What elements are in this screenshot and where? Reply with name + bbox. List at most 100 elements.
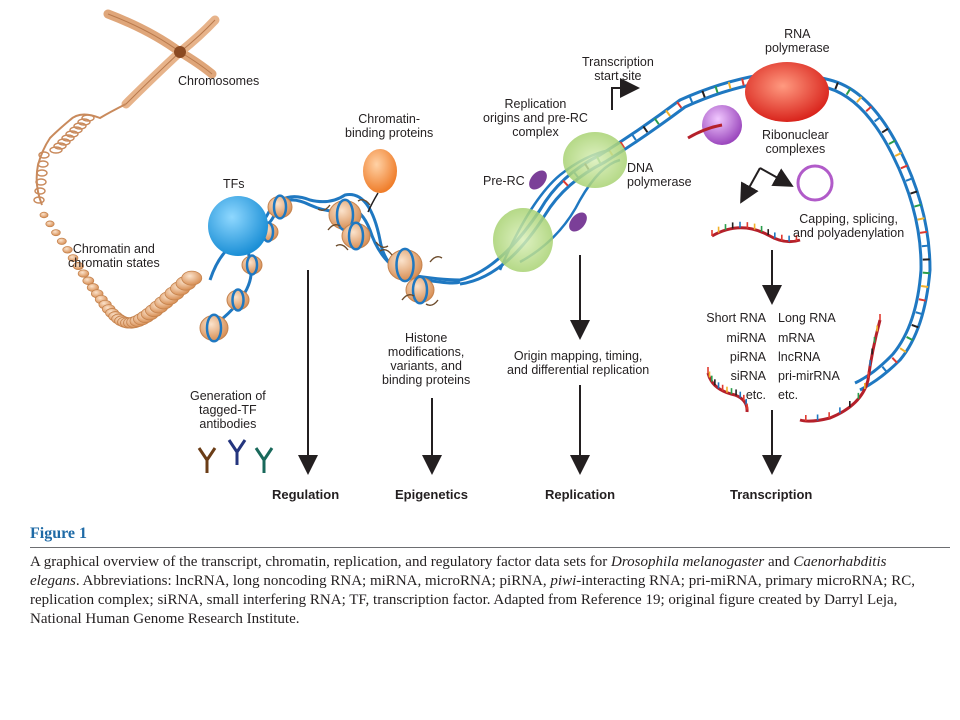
- chromatin-thread: [35, 103, 127, 206]
- base-pair: [619, 141, 626, 149]
- category-regulation: Regulation: [272, 487, 340, 502]
- chromatin-loop: [36, 169, 48, 177]
- chromatin-loop: [49, 146, 63, 154]
- chromatin-bead: [82, 276, 95, 285]
- histone-tail: [357, 198, 371, 206]
- base-pair: [888, 139, 896, 145]
- chromatin-loop: [57, 138, 71, 146]
- nucleosome-wrap: [272, 194, 288, 220]
- chromatin-bead: [39, 211, 49, 219]
- processed-rna-loop: [796, 164, 834, 202]
- figure-title: Figure 1: [30, 525, 88, 542]
- chromatin-bead: [77, 269, 90, 278]
- base-pair: [921, 244, 929, 248]
- base-pair: [917, 217, 925, 221]
- category-epigenetics: Epigenetics: [395, 487, 468, 502]
- base-pair: [714, 85, 719, 94]
- base-pair: [919, 230, 928, 234]
- nucleosome-wrap: [245, 254, 259, 276]
- chromatin-binding-protein-icon: [363, 149, 397, 193]
- category-transcription: Transcription: [730, 487, 813, 502]
- histone-tail: [429, 255, 443, 263]
- base-pair: [914, 203, 922, 208]
- caption-run: A graphical overview of the transcript, …: [30, 554, 612, 570]
- caption-run: Caenorhabditis elegans: [30, 554, 887, 589]
- chromatin-loop: [33, 196, 45, 204]
- chromatin-loop: [73, 122, 87, 130]
- chromatin-loop: [65, 130, 79, 138]
- base-pair: [845, 88, 852, 96]
- branch-arrow-left: [740, 167, 761, 204]
- chromatin-loop: [35, 178, 47, 186]
- chromatin-bead: [56, 237, 67, 245]
- caption-run: Drosophila melanogaster: [611, 554, 765, 570]
- nucleosome: [267, 195, 293, 219]
- caption-run: and: [764, 554, 794, 570]
- figure-caption: A graphical overview of the transcript, …: [30, 553, 935, 629]
- nucleosome: [341, 222, 371, 250]
- histone-tail: [317, 204, 331, 212]
- chromatin-loop: [69, 126, 83, 134]
- category-replication: Replication: [545, 487, 616, 502]
- nucleosome-wrap: [205, 313, 223, 343]
- caption-divider: [30, 547, 950, 548]
- chromatin-bead: [67, 254, 79, 262]
- chromatin-coil-icon: [33, 103, 203, 329]
- nucleosome: [405, 276, 435, 304]
- binding-protein-tether: [367, 192, 379, 213]
- nucleosome-wrap: [231, 288, 245, 312]
- chromatin-loop: [37, 160, 49, 168]
- rna-polymerase-icon: [745, 62, 829, 122]
- nucleosome-wrap: [347, 221, 365, 251]
- base-pair: [676, 101, 683, 109]
- histone-tail: [401, 293, 415, 301]
- base-pair: [865, 105, 873, 112]
- branch-arrow-right: [759, 167, 794, 187]
- label-chromatin-states: Chromatin and chromatin states: [68, 242, 160, 270]
- base-pair: [906, 336, 914, 341]
- short-rna-header: Short RNA: [706, 311, 766, 325]
- base-pair: [905, 177, 913, 182]
- label-replication-origins: Replication origins and pre-RC complex: [483, 97, 588, 139]
- base-pair: [918, 298, 926, 302]
- base-pair: [562, 179, 569, 187]
- chromatin-bead: [51, 229, 61, 237]
- chromatin-loop: [61, 134, 75, 142]
- base-pair: [873, 116, 881, 123]
- base-pair: [631, 133, 637, 141]
- histone-tail: [327, 223, 341, 231]
- base-pair: [642, 125, 649, 133]
- dna-strand-main: [208, 72, 932, 392]
- nascent-rna: [687, 123, 723, 140]
- base-pair: [834, 82, 839, 90]
- rna-strand: [799, 319, 882, 423]
- chromatin-loop: [38, 151, 50, 159]
- nucleosome: [226, 289, 250, 311]
- label-chromosomes: Chromosomes: [178, 74, 260, 88]
- chromatin-bead: [181, 270, 203, 286]
- base-pair: [911, 323, 919, 329]
- tf-protein-icon: [208, 196, 268, 256]
- base-pair: [653, 117, 660, 125]
- histone-tail: [375, 241, 389, 249]
- transcription-start-arrow: [611, 78, 640, 110]
- long-rna-header: Long RNA: [778, 311, 836, 325]
- base-pair: [915, 311, 923, 316]
- base-pair: [701, 90, 706, 98]
- histone-tail: [379, 248, 393, 256]
- base-pair: [899, 347, 907, 353]
- pre-rc-complex-upper: [529, 170, 547, 190]
- histone-tail: [335, 243, 349, 251]
- label-origin-mapping: Origin mapping, timing, and differential…: [507, 349, 650, 377]
- chromatin-bead: [72, 262, 84, 270]
- caption-run: -interacting RNA; pri-miRNA, primary mic…: [30, 573, 915, 627]
- base-pair: [665, 109, 671, 117]
- diagram-artwork: [33, 9, 932, 475]
- antibody-icons: [197, 439, 274, 473]
- dna-polymerase-halo-left: [493, 208, 553, 272]
- nucleosome-fiber: [199, 194, 461, 343]
- base-pair: [881, 127, 889, 134]
- label-tfs: TFs: [223, 177, 245, 191]
- label-rna-polymerase: RNA polymerase: [765, 27, 830, 55]
